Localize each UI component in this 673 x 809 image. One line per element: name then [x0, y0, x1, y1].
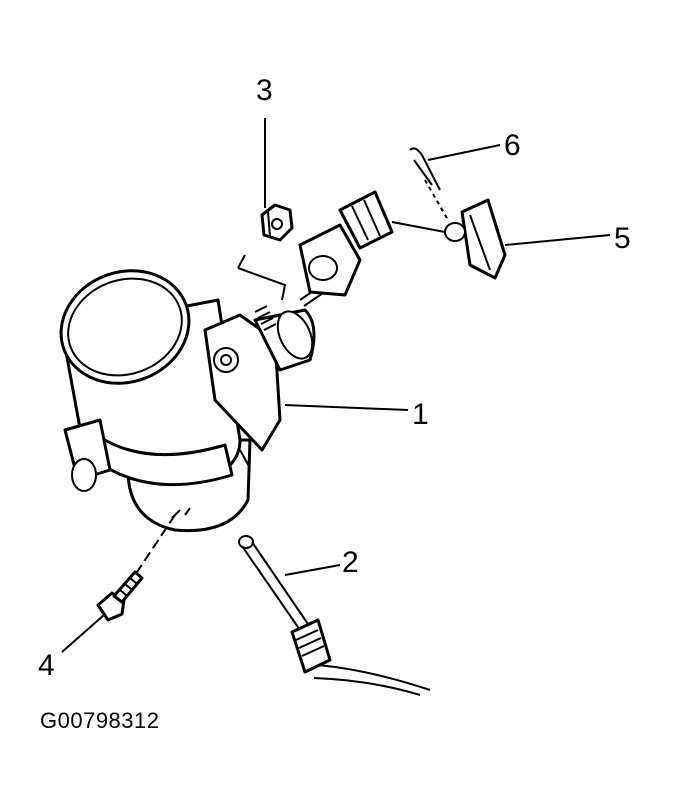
callout-5: 5 [614, 222, 631, 255]
push-rod [254, 190, 394, 331]
bolt [96, 570, 144, 622]
callout-6: 6 [504, 129, 521, 162]
callout-2: 2 [342, 546, 359, 579]
nut [260, 203, 294, 242]
assembly-lines [134, 179, 449, 576]
callout-4: 4 [38, 649, 55, 682]
callout-3: 3 [256, 74, 273, 107]
master-cylinder [59, 269, 316, 533]
clevis-pin [444, 198, 507, 280]
figure-code: G00798312 [40, 708, 160, 733]
callout-1: 1 [412, 398, 429, 431]
hydraulic-line [238, 535, 431, 696]
leader-lines [61, 118, 611, 653]
retaining-clip [409, 147, 441, 191]
